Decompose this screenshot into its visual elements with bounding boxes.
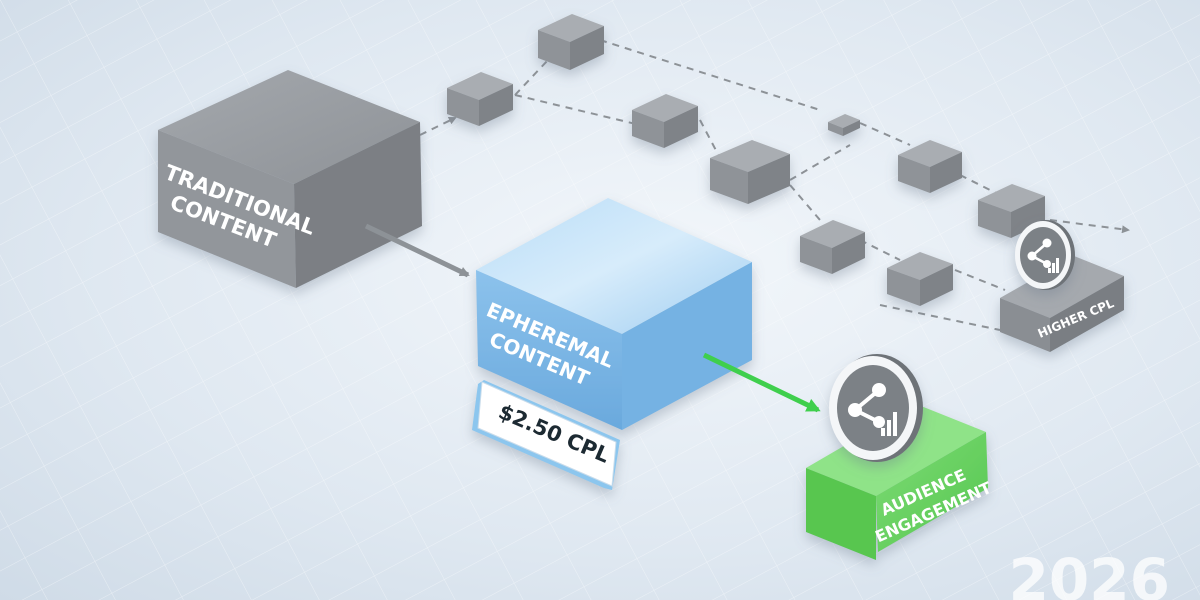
share-chart-icon [829,354,923,462]
small-cube [828,114,860,136]
small-cubes [447,14,1045,306]
traditional-content-cube: TRADITIONAL CONTENT [158,70,422,288]
dashed-connectors [419,39,1130,331]
small-cube [800,220,865,274]
year-watermark: 2026 [1009,546,1170,600]
small-cube [632,94,698,148]
small-cube [978,184,1045,238]
arrow-ephemeral-to-engagement [702,352,821,413]
share-chart-icon-small [1015,220,1075,290]
small-cube [887,252,953,306]
small-cube [447,72,513,126]
small-cube [710,140,790,204]
small-cube [538,14,604,70]
arrow-traditional-to-ephemeral [364,223,470,278]
small-cube [898,140,962,193]
ephemeral-content-cube: EPHEREMAL CONTENT [476,198,752,430]
